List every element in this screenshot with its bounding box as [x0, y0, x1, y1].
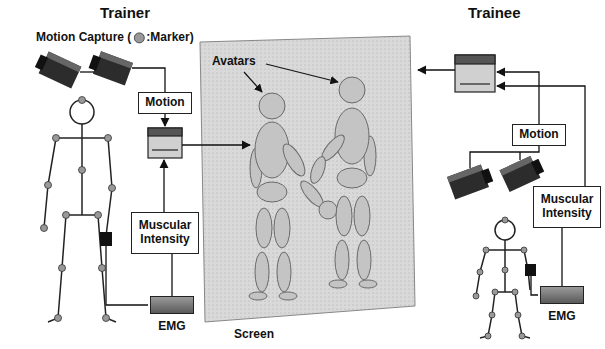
box-label: Motion: [519, 128, 558, 142]
box-label: Motion: [145, 96, 184, 110]
box-label: Muscular Intensity: [136, 219, 194, 247]
computer: [148, 55, 495, 158]
node-label: EMG: [548, 310, 575, 324]
trainer-figure: [44, 100, 116, 322]
node-label: EMG: [158, 320, 185, 334]
process-box: Motion: [512, 124, 566, 146]
emg-device: EMG: [148, 296, 196, 334]
camera: [447, 153, 546, 199]
legend-text: Motion Capture (: [36, 31, 131, 45]
emg-sensor: [100, 232, 112, 246]
wire: [80, 68, 250, 305]
marker-key: [134, 33, 144, 43]
process-box: Muscular Intensity: [131, 212, 199, 254]
process-box: Motion: [138, 92, 192, 114]
emg-device: EMG: [538, 286, 586, 324]
screen-plane: [200, 36, 415, 322]
trainee-figure: [476, 220, 530, 338]
callout-label: Avatars: [212, 55, 256, 69]
legend-text: :Marker): [146, 31, 193, 45]
process-box: Muscular Intensity: [533, 186, 601, 228]
marker-dot: [41, 97, 116, 322]
node-label: Screen: [234, 328, 274, 342]
avatar-right: [308, 77, 377, 288]
avatar-left: [249, 93, 337, 300]
connector: [171, 254, 172, 296]
camera: [33, 49, 133, 89]
screen: Screen: [198, 34, 420, 346]
leader-arrow: [244, 64, 338, 92]
panel-title: Trainer: [100, 4, 150, 21]
device-body: [150, 296, 194, 314]
box-label: Muscular Intensity: [538, 193, 596, 221]
marker-dot: [473, 217, 527, 339]
panel-title: Trainee: [468, 4, 521, 21]
emg-sensor: [525, 264, 536, 276]
wire: [418, 70, 585, 295]
device-body: [540, 286, 584, 304]
connector: [561, 228, 562, 286]
